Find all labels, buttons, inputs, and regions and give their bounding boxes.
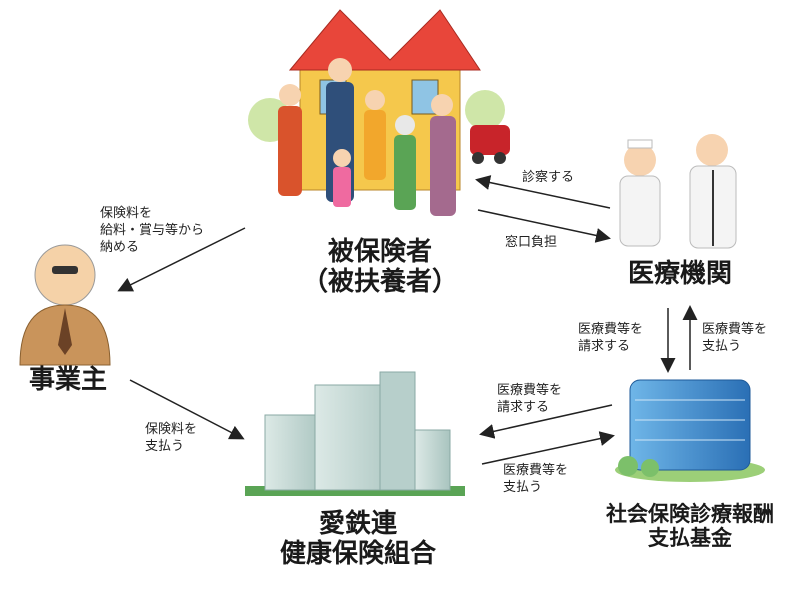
- arrow-fund-to-union: [479, 404, 613, 439]
- union-label-line2: 健康保険組合: [279, 538, 436, 569]
- note-med-request-line2: 請求する: [578, 338, 631, 354]
- insured-label: 被保険者 （被扶養者）: [280, 237, 480, 298]
- fund-label-line2: 支払基金: [648, 526, 732, 551]
- note-deduct-line1: 保険料を: [100, 206, 153, 221]
- note-fund-request-line2: 請求する: [497, 399, 550, 415]
- union-label-line1: 愛鉄連: [318, 509, 397, 539]
- note-med-request: 医療費等を 請求する: [578, 322, 643, 356]
- arrow-employer-to-union: [129, 379, 245, 440]
- fund-label-line1: 社会保険診療報酬: [606, 502, 774, 526]
- arrow-insured-to-medical: [477, 209, 611, 243]
- note-fund-pay-medical: 医療費等を 支払う: [702, 322, 767, 356]
- note-employer-pay-line1: 保険料を: [145, 422, 198, 437]
- note-employer-pay: 保険料を 支払う: [145, 422, 197, 456]
- note-deduct-premium: 保険料を 給料・賞与等から 納める: [100, 206, 204, 257]
- note-copay: 窓口負担: [505, 235, 558, 250]
- medical-staff-illustration: [619, 134, 737, 249]
- note-union-pay: 医療費等を 支払う: [503, 463, 568, 497]
- arrow-union-to-fund: [481, 431, 615, 465]
- note-union-pay-line1: 医療費等を: [503, 463, 569, 478]
- note-deduct-line3: 納める: [100, 239, 140, 255]
- employer-label: 事業主: [28, 365, 107, 395]
- note-employer-pay-line2: 支払う: [145, 438, 185, 454]
- note-med-request-line1: 医療費等を: [578, 322, 644, 337]
- fund-building-illustration: [615, 379, 765, 482]
- house-family-illustration: [248, 9, 510, 216]
- union-label: 愛鉄連 健康保険組合: [258, 509, 458, 570]
- note-fund-request: 医療費等を 請求する: [497, 383, 562, 417]
- medical-label: 医療機関: [627, 259, 732, 289]
- arrow-medical-to-insured: [475, 175, 611, 209]
- note-deduct-line2: 給料・賞与等から: [100, 222, 205, 238]
- note-union-pay-line2: 支払う: [503, 479, 543, 495]
- union-building-illustration: [245, 371, 465, 496]
- note-diagnose: 診察する: [522, 170, 575, 185]
- insured-label-line2: （被扶養者）: [301, 266, 458, 297]
- fund-label: 社会保険診療報酬 支払基金: [580, 502, 800, 550]
- note-fund-request-line1: 医療費等を: [497, 383, 563, 398]
- arrow-insured-to-employer: [117, 227, 246, 292]
- employer-illustration: [19, 244, 111, 366]
- insured-label-line1: 被保険者: [327, 237, 432, 267]
- note-fund-pay-medical-line2: 支払う: [702, 338, 742, 354]
- note-fund-pay-medical-line1: 医療費等を: [702, 322, 768, 337]
